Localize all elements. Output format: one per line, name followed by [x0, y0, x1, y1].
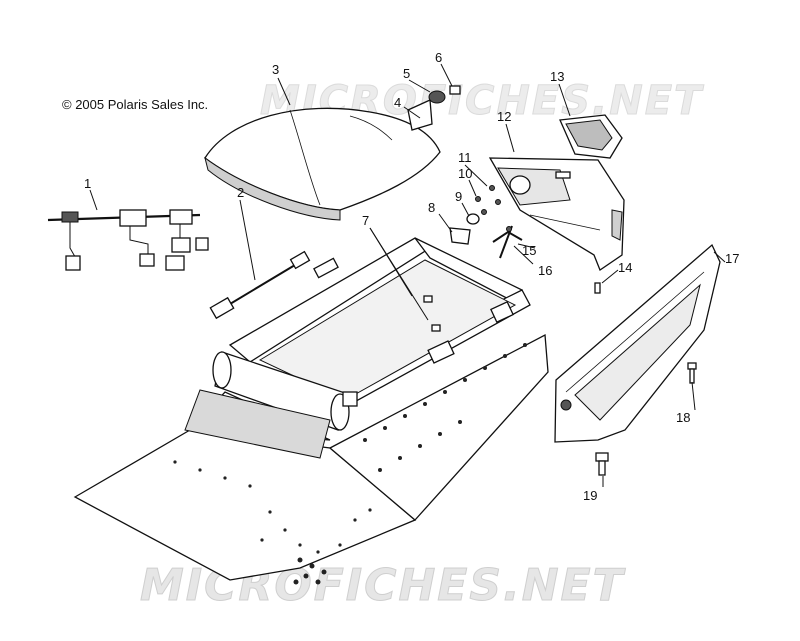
callout-17: 17 — [725, 251, 739, 266]
callout-15: 15 — [522, 243, 536, 258]
taillight-harness — [209, 250, 311, 320]
taillight — [559, 114, 623, 159]
rear-storage-housing — [488, 157, 625, 271]
callout-19: 19 — [583, 488, 597, 503]
callout-12: 12 — [497, 109, 511, 124]
seat — [204, 107, 441, 221]
support-rods — [492, 225, 523, 259]
callout-9: 9 — [455, 189, 462, 204]
latch-hardware — [407, 85, 461, 131]
side-panel — [554, 243, 721, 443]
fasteners — [475, 185, 501, 215]
copyright-notice: © 2005 Polaris Sales Inc. — [62, 97, 209, 112]
callout-18: 18 — [676, 410, 690, 425]
callout-6: 6 — [435, 50, 442, 65]
callout-5: 5 — [403, 66, 410, 81]
callout-13: 13 — [550, 69, 564, 84]
callout-14: 14 — [618, 260, 632, 275]
rear-chassis — [73, 237, 549, 585]
callout-16: 16 — [538, 263, 552, 278]
bolt — [595, 452, 609, 476]
callout-2: 2 — [237, 185, 244, 200]
callout-3: 3 — [272, 62, 279, 77]
wire-harness — [47, 209, 209, 271]
callout-8: 8 — [428, 200, 435, 215]
callout-7: 7 — [362, 213, 369, 228]
leader-lines — [89, 63, 726, 487]
callout-10: 10 — [458, 166, 472, 181]
fittings — [449, 213, 480, 245]
callout-11: 11 — [458, 150, 472, 165]
callout-1: 1 — [84, 176, 91, 191]
callout-4: 4 — [394, 95, 401, 110]
push-pin — [687, 362, 697, 384]
callout-labels: 1 2 3 4 5 6 7 8 9 10 11 12 13 14 15 16 1… — [84, 50, 739, 503]
screw — [594, 282, 601, 294]
rack-bolts — [423, 295, 441, 332]
